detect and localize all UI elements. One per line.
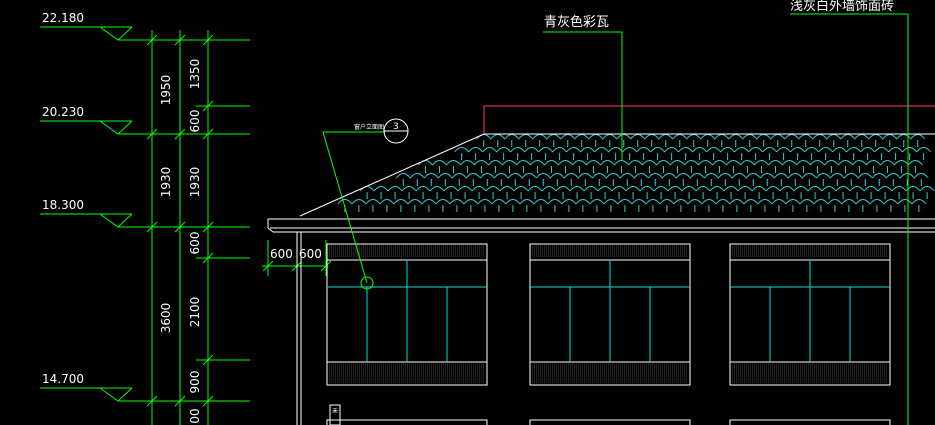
dimension-label: 1350 (188, 59, 202, 90)
wall-finish-note: 浅灰白外墙饰面砖 (790, 0, 894, 14)
roof-tile-note: 青灰色彩瓦 (544, 14, 609, 30)
dimension-label: 00 (188, 408, 202, 423)
dimension-label: 2100 (188, 297, 202, 328)
window-detail-note: 窗户立面图 (354, 123, 384, 131)
dimension-label: 3600 (159, 303, 173, 334)
dimension-label: 900 (188, 371, 202, 394)
section-symbol-label: 禾 (332, 407, 338, 415)
wall-finish-leader (790, 13, 909, 425)
dimension-label: 1950 (159, 75, 173, 106)
lower-window-outline (326, 419, 488, 425)
window-group (326, 243, 891, 425)
tile-row (454, 147, 932, 160)
dimension-chain-lines (140, 30, 250, 425)
roof-accent-line (483, 105, 935, 134)
elevation-label: 20.230 (42, 105, 84, 119)
window-outline (729, 243, 891, 386)
dimension-label: 600 (188, 110, 202, 133)
section-symbol (329, 404, 341, 425)
window-outline (529, 243, 691, 386)
roof-tile-leader (543, 31, 623, 160)
window-outline (326, 243, 488, 386)
dimension-label: 1930 (159, 167, 173, 198)
detail-number: 3 (393, 122, 399, 132)
dimension-label: 600 (188, 232, 202, 255)
dimension-label: 600 (270, 247, 293, 261)
window-detail-leader (322, 118, 409, 290)
dimension-label: 1930 (188, 167, 202, 198)
elevation-label: 22.180 (42, 11, 84, 25)
eave (267, 218, 935, 233)
tile-row (337, 199, 927, 212)
dimension-label: 600 (299, 247, 322, 261)
tile-row (395, 173, 929, 186)
elevation-label: 14.700 (42, 372, 84, 386)
horizontal-dimension (262, 240, 332, 276)
elevation-markers (40, 26, 152, 402)
lower-window-outline (729, 419, 891, 425)
lower-window-outline (529, 419, 691, 425)
roof (299, 133, 935, 217)
building-wall (296, 232, 302, 425)
elevation-label: 18.300 (42, 198, 84, 212)
